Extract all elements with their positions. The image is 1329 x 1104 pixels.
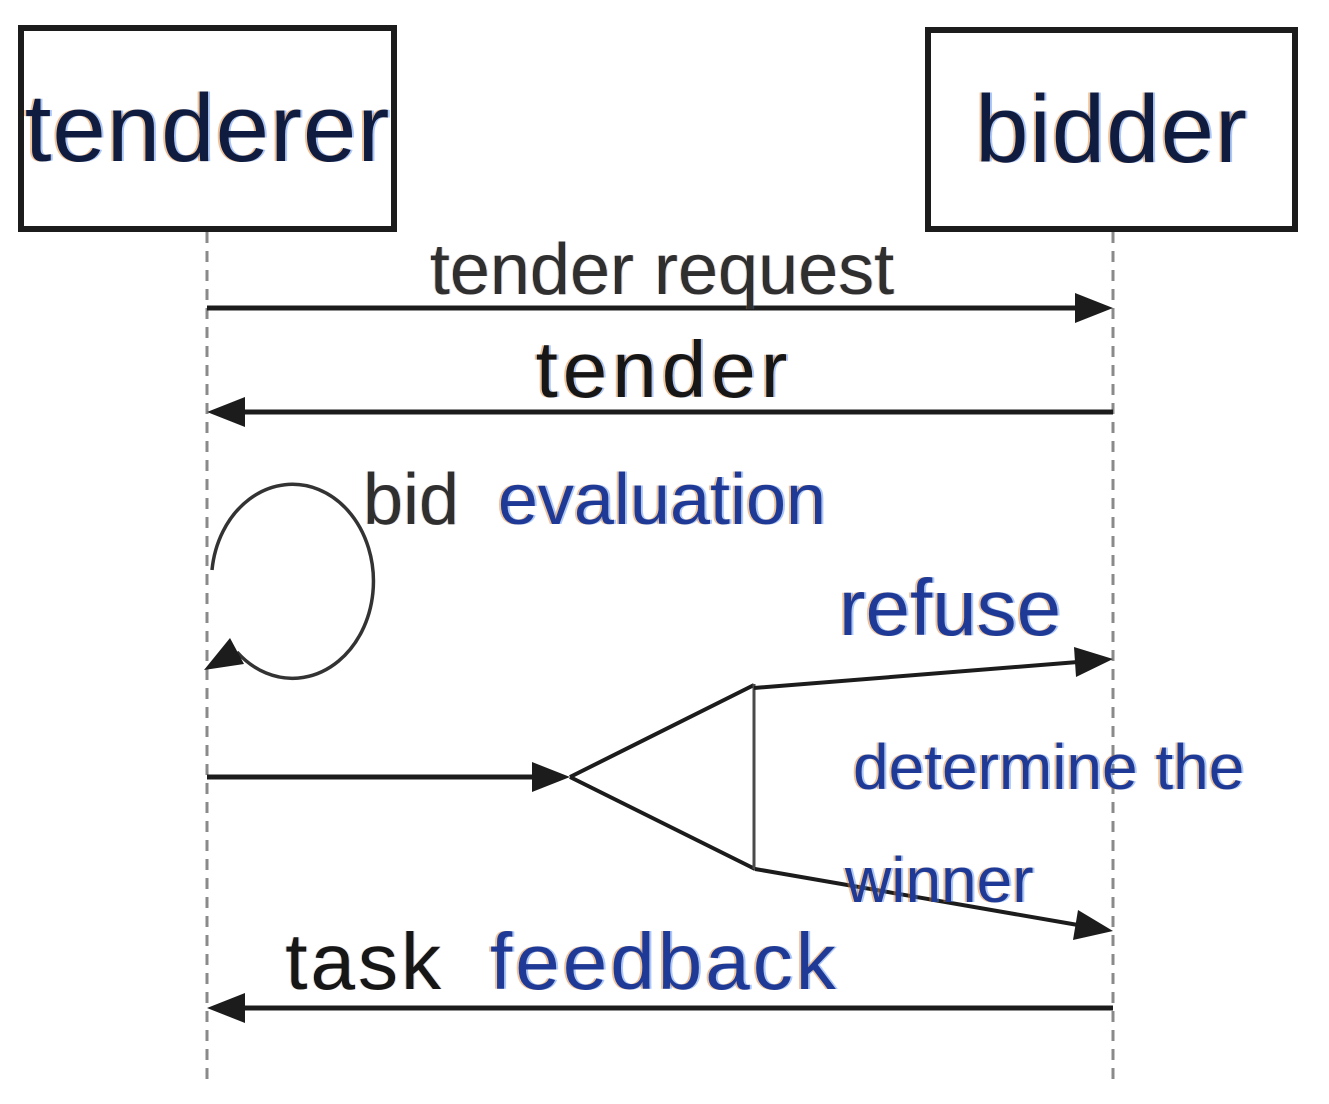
tender-label: tender <box>535 325 793 414</box>
fork-lower-diagonal <box>569 775 756 871</box>
task-feedback-label: task feedback <box>285 922 838 1002</box>
tender-request-label: tender request <box>429 230 895 310</box>
tender-arrowhead <box>207 397 245 427</box>
winner-arrowhead <box>1073 910 1113 940</box>
determine-winner-label-line1: determine the <box>853 731 1245 803</box>
tender-request-arrowhead <box>1075 293 1113 323</box>
tenderer-actor-label: tenderer <box>24 74 391 182</box>
bidder-actor-box: bidder <box>925 27 1298 232</box>
bid-evaluation-loop <box>210 482 376 681</box>
bid-evaluation-label-part1: bid <box>363 460 460 540</box>
fork-upper-diagonal <box>569 683 755 779</box>
bid-evaluation-arrowhead <box>204 638 244 670</box>
determine-winner-label-line2: winner <box>845 844 1034 916</box>
bid-evaluation-label: bid evaluation <box>363 464 826 536</box>
tenderer-actor-box: tenderer <box>18 25 397 232</box>
refuse-arrowhead <box>1074 647 1113 677</box>
bidder-actor-label: bidder <box>975 75 1248 183</box>
refuse-label: refuse <box>838 563 1062 652</box>
fork-input-arrowhead <box>532 762 570 792</box>
task-feedback-label-part1: task <box>285 917 444 1006</box>
winner-line <box>754 867 1079 927</box>
task-feedback-label-part2: feedback <box>490 917 839 1006</box>
bid-evaluation-label-part2: evaluation <box>497 460 827 540</box>
refuse-line <box>753 660 1079 690</box>
task-feedback-arrowhead <box>207 993 245 1023</box>
